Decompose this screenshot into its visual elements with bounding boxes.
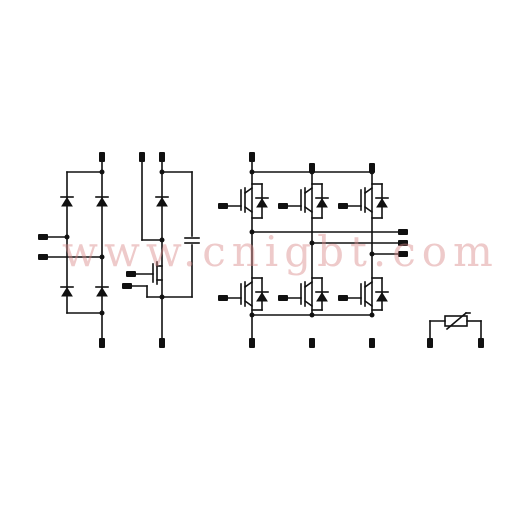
terminal: [398, 229, 408, 235]
terminal: [122, 283, 132, 289]
ntc-thermistor: [427, 311, 484, 348]
rectifier-diode-bottom-left: [60, 286, 74, 297]
rectifier-diode-top-right: [95, 196, 109, 207]
terminal: [338, 203, 348, 209]
terminal: [99, 152, 105, 162]
terminal: [278, 203, 288, 209]
brake-chopper: [122, 152, 200, 348]
terminal: [218, 295, 228, 301]
terminal: [218, 203, 228, 209]
terminal: [159, 338, 165, 348]
igbt-lower: [225, 280, 269, 308]
terminal: [38, 234, 48, 240]
watermark-text: www.cnigbt.com: [62, 227, 499, 276]
igbt-upper: [225, 186, 269, 214]
terminal: [398, 240, 408, 246]
igbt-upper: [285, 186, 329, 214]
rectifier-diode-bottom-right: [95, 286, 109, 297]
terminal: [126, 271, 136, 277]
terminal: [38, 254, 48, 260]
brake-transistor: [134, 261, 163, 285]
terminal: [99, 338, 105, 348]
terminal: [338, 295, 348, 301]
terminal: [427, 338, 433, 348]
rectifier-bridge: [38, 152, 109, 348]
three-phase-inverter: [218, 152, 408, 348]
igbt-lower: [285, 280, 329, 308]
terminal: [159, 152, 165, 162]
terminal: [249, 152, 255, 162]
terminal: [478, 338, 484, 348]
terminal: [309, 163, 315, 173]
terminal: [249, 338, 255, 348]
rectifier-diode-top-left: [60, 196, 74, 207]
terminal: [369, 163, 375, 173]
terminal: [369, 338, 375, 348]
terminal: [139, 152, 145, 162]
terminal: [309, 338, 315, 348]
igbt-upper: [345, 186, 389, 214]
terminal: [278, 295, 288, 301]
terminal: [398, 251, 408, 257]
chopper-diode: [155, 196, 169, 207]
igbt-lower: [345, 280, 389, 308]
